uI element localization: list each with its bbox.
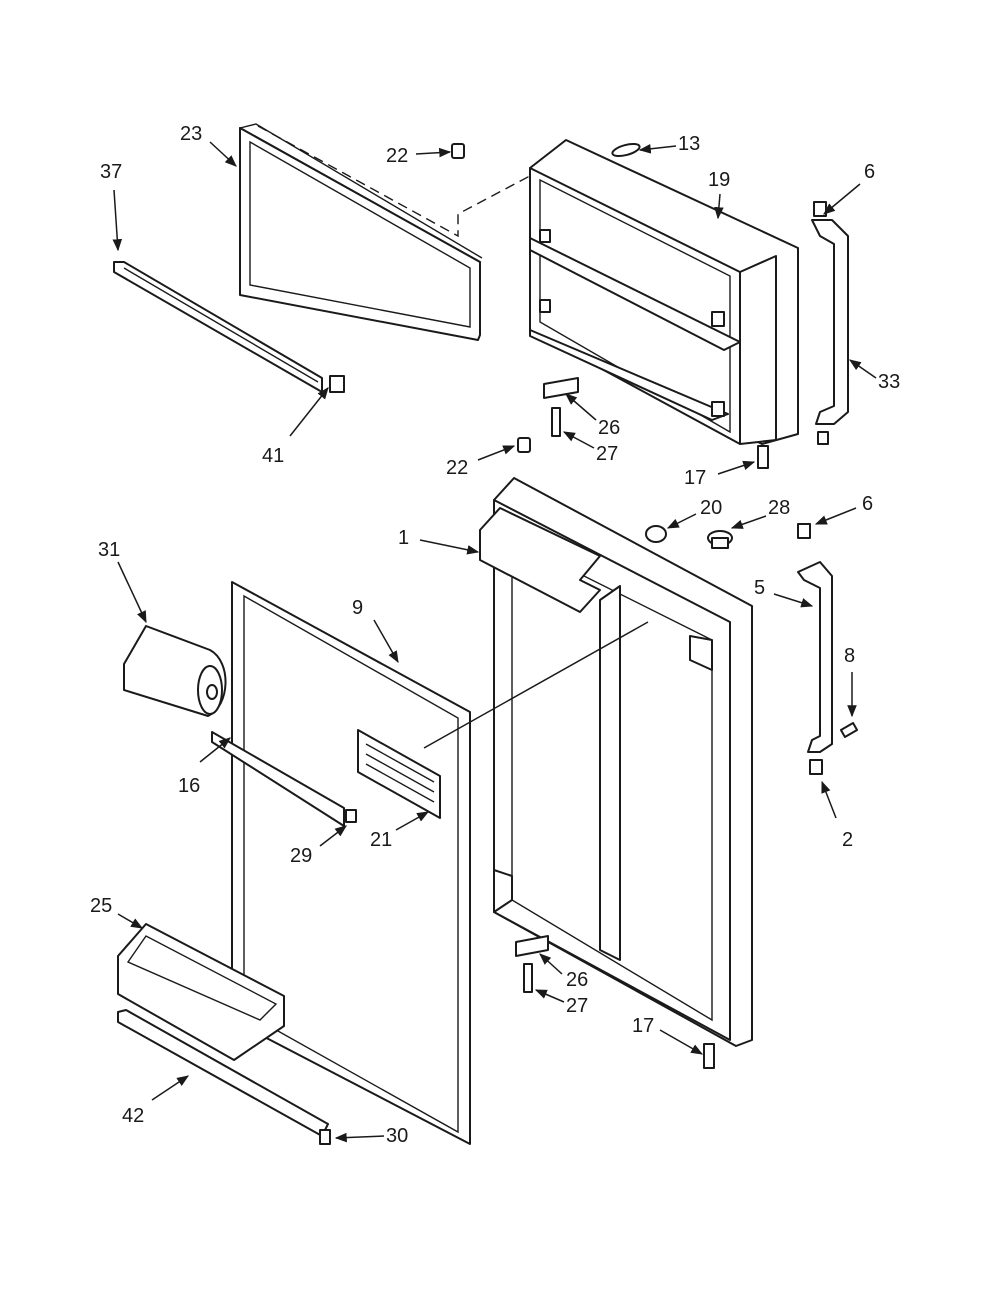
hole-plug xyxy=(707,530,733,549)
callout-31: 31 xyxy=(98,539,120,561)
door-bin xyxy=(117,923,285,1061)
callout-17-top: 17 xyxy=(684,467,706,489)
callout-1: 1 xyxy=(398,527,409,549)
screw-lower xyxy=(703,1043,715,1069)
freezer-door-gasket xyxy=(239,123,561,341)
callout-37: 37 xyxy=(100,161,122,183)
freezer-door-liner xyxy=(529,139,799,445)
callout-9: 9 xyxy=(352,597,363,619)
callout-27-bottom: 27 xyxy=(566,995,588,1017)
callout-17-bottom: 17 xyxy=(632,1015,654,1037)
dairy-compartment xyxy=(123,625,227,717)
trim-clip-top xyxy=(329,375,345,393)
freezer-door-handle xyxy=(811,201,849,445)
callout-13: 13 xyxy=(678,133,700,155)
door-panel xyxy=(357,729,441,819)
fresh-food-door-gasket xyxy=(231,581,471,1145)
callout-30: 30 xyxy=(386,1125,408,1147)
callout-6-mid: 6 xyxy=(862,493,873,515)
hinge-pin-plug-top xyxy=(451,143,465,159)
callout-29: 29 xyxy=(290,845,312,867)
trim-clip-bottom xyxy=(319,1129,331,1145)
hinge-pin-plug-middle xyxy=(517,437,531,453)
callout-28: 28 xyxy=(768,497,790,519)
callout-19: 19 xyxy=(708,169,730,191)
callout-25: 25 xyxy=(90,895,112,917)
callout-5: 5 xyxy=(754,577,765,599)
trim-clip-middle xyxy=(345,809,357,823)
callout-20: 20 xyxy=(700,497,722,519)
handle-screw xyxy=(839,722,859,738)
callout-27-top: 27 xyxy=(596,443,618,465)
callouts: 23 37 22 13 19 6 33 41 26 27 17 22 20 28… xyxy=(90,123,900,1147)
callout-8: 8 xyxy=(844,645,855,667)
callout-42: 42 xyxy=(122,1105,144,1127)
callout-2: 2 xyxy=(842,829,853,851)
callout-26-bottom: 26 xyxy=(566,969,588,991)
hinge-lower xyxy=(515,935,549,993)
fresh-food-door-handle xyxy=(797,523,833,775)
screw-upper xyxy=(757,445,769,469)
callout-22-top: 22 xyxy=(386,145,408,167)
callout-41: 41 xyxy=(262,445,284,467)
hinge-upper xyxy=(543,377,579,437)
callout-22-mid: 22 xyxy=(446,457,468,479)
callout-21: 21 xyxy=(370,829,392,851)
callout-33: 33 xyxy=(878,371,900,393)
cam-washer xyxy=(645,525,667,543)
freezer-shelf-trim xyxy=(113,261,323,393)
fresh-food-door-liner xyxy=(479,477,753,1047)
callout-23: 23 xyxy=(180,123,202,145)
callout-26-top: 26 xyxy=(598,417,620,439)
callout-6-top: 6 xyxy=(864,161,875,183)
grommet-ring xyxy=(611,142,641,158)
callout-16: 16 xyxy=(178,775,200,797)
